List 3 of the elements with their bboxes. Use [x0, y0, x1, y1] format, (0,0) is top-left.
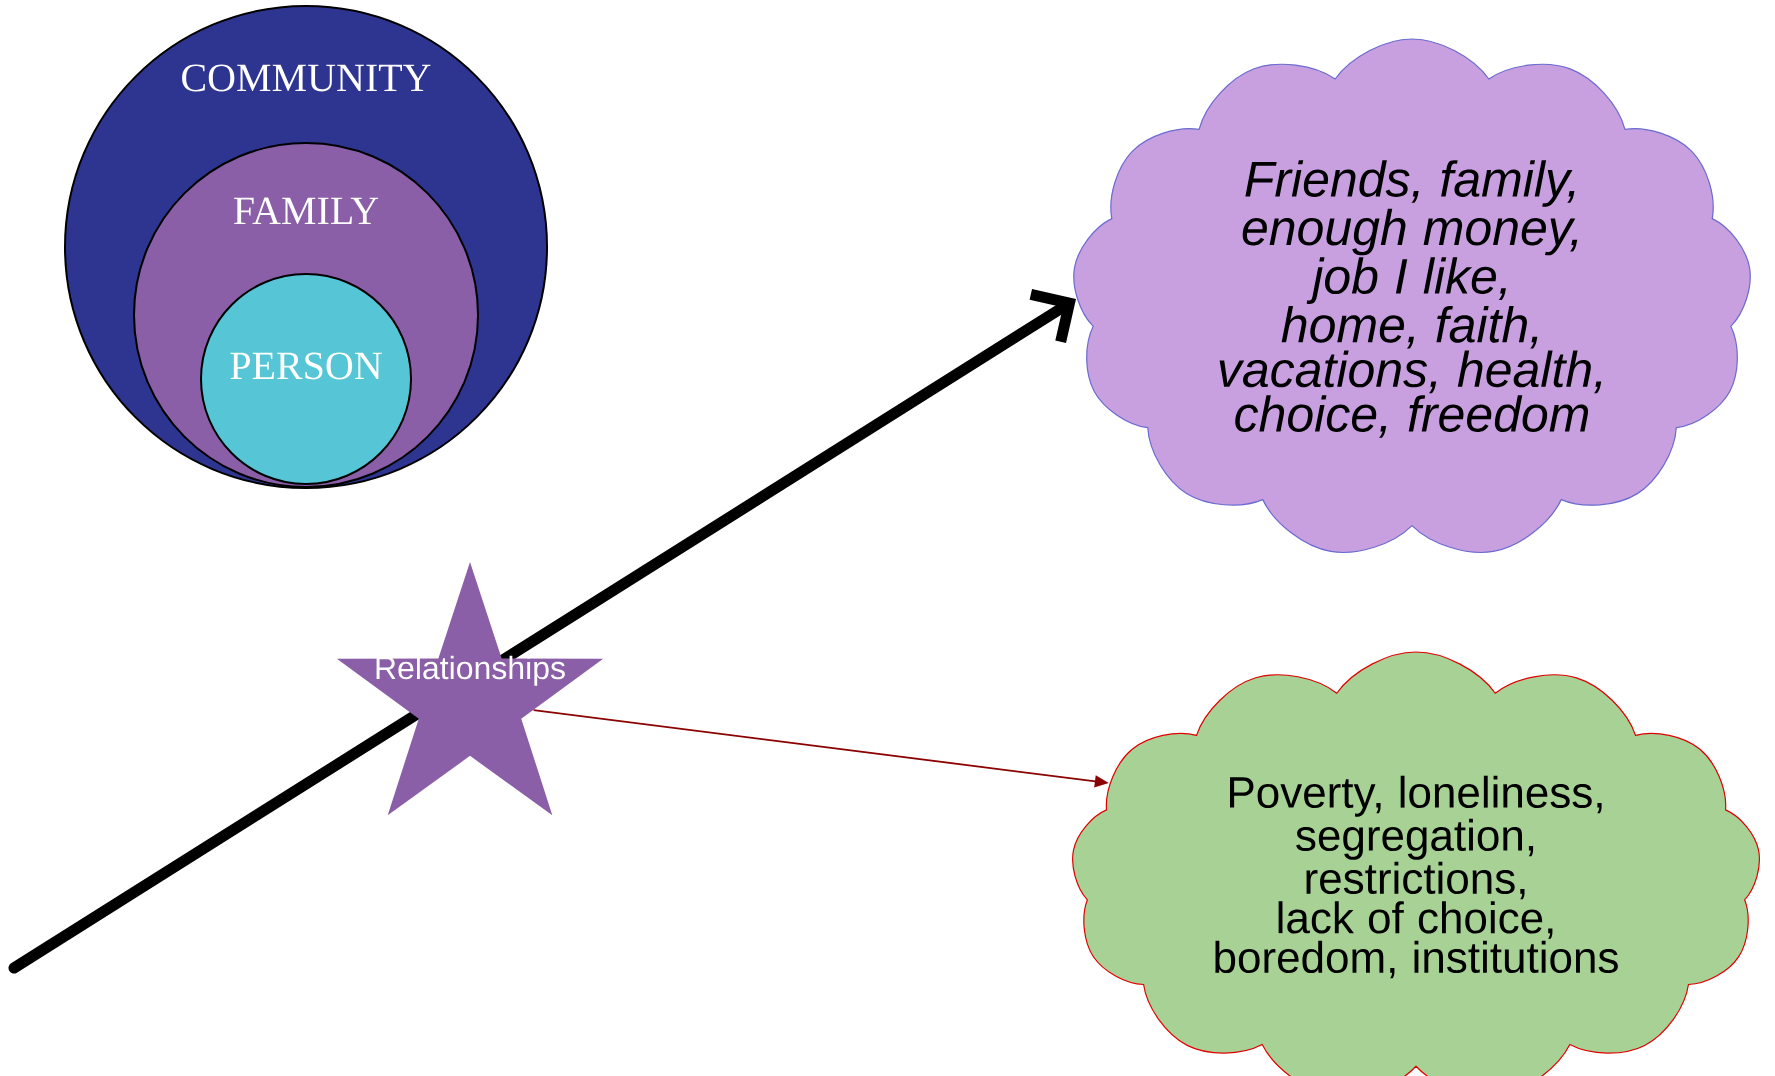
thought-cloud: Poverty, loneliness, segregation, restrictions, lack of choice, boredom, institutions: [1072, 651, 1760, 1076]
arrow: [8, 289, 1076, 974]
thought-cloud: Friends, family, enough money, job I like, home, faith, vacations, health, choice, freedom: [1073, 38, 1751, 553]
